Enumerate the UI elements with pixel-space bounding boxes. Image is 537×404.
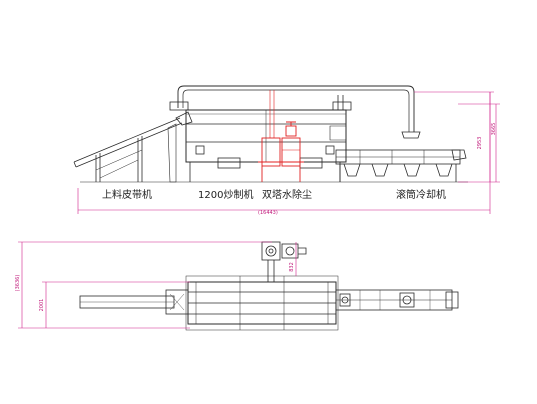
dim-overall-height: 3665 [491,122,497,136]
plan-view [79,241,459,331]
cooler-plan [335,289,459,311]
label-belt-conveyor: 上料皮带机 [102,190,152,201]
roaster-plan [185,275,339,331]
dim-overall-length: (16443) [258,210,278,216]
plan-dimensions [18,241,297,329]
label-dust-tower: 双塔水除尘 [262,190,312,201]
dim-plan-total-width: (3636) [15,274,21,292]
elevation-dimensions [77,91,500,214]
cooler-elevation [335,149,467,182]
label-cooler: 滚筒冷却机 [396,190,446,201]
roaster-elevation [185,109,347,182]
dim-tower-offset: 832 [289,262,295,272]
label-roaster: 1200炒制机 [198,190,254,201]
belt-conveyor-plan [79,289,189,315]
overhead-duct [169,85,421,139]
elevation-view [73,85,468,183]
dim-plan-width: 2001 [39,298,45,312]
dim-machine-height: 2953 [477,136,483,150]
dust-tower-elevation [258,90,304,182]
belt-conveyor-elevation [73,111,193,183]
